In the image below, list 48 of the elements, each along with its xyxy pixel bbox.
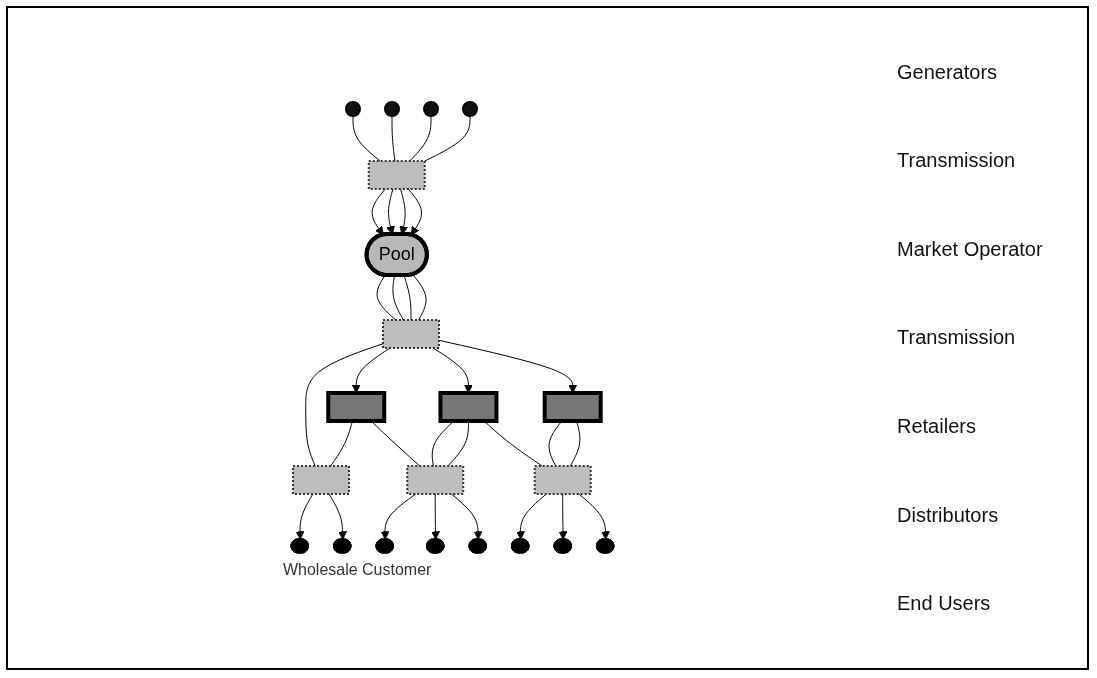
connector: [431, 420, 455, 466]
arrow: [371, 188, 386, 235]
connector: [447, 420, 469, 466]
arrow: [516, 493, 547, 540]
connector: [483, 420, 543, 466]
node-circle: [423, 100, 440, 117]
arrow: [432, 347, 473, 393]
arrow: [351, 347, 391, 393]
connector: [376, 274, 397, 320]
row-label: Generators: [897, 60, 999, 84]
connector: [403, 274, 412, 320]
row-label: Market Operator: [897, 237, 1044, 261]
node-circle: [384, 100, 401, 117]
node-bar: [406, 464, 465, 495]
connector: [370, 420, 421, 466]
arrow: [328, 493, 347, 540]
connector: [392, 274, 404, 320]
connector: [412, 273, 427, 320]
node-bar: [367, 159, 426, 190]
arrow: [295, 493, 314, 540]
arrow: [451, 493, 483, 540]
node-bar: [382, 318, 440, 349]
row-label: Transmission: [897, 149, 1017, 173]
row-label: Transmission: [897, 326, 1017, 350]
node-box: [438, 390, 499, 423]
node-bar: [533, 464, 592, 495]
arrow: [431, 493, 440, 540]
arrow: [380, 493, 417, 540]
connector: [424, 115, 471, 162]
arrow: [578, 493, 610, 540]
node-bar: [292, 464, 350, 495]
node-caption: Wholesale Customer: [283, 560, 432, 578]
connector: [352, 115, 381, 161]
connector: [305, 342, 384, 466]
connector: [409, 115, 432, 161]
arrow: [558, 493, 568, 540]
connector: [330, 420, 353, 466]
node-circle: [462, 100, 479, 117]
connector: [391, 115, 396, 161]
row-label: Retailers: [897, 415, 977, 439]
node-circle: [345, 100, 362, 117]
row-label: End Users: [897, 592, 992, 616]
node-box: [542, 390, 603, 423]
node-box: [326, 390, 387, 423]
arrow: [407, 188, 423, 235]
connector: [548, 420, 563, 466]
row-label: Distributors: [897, 503, 1000, 527]
connector: [569, 420, 581, 466]
